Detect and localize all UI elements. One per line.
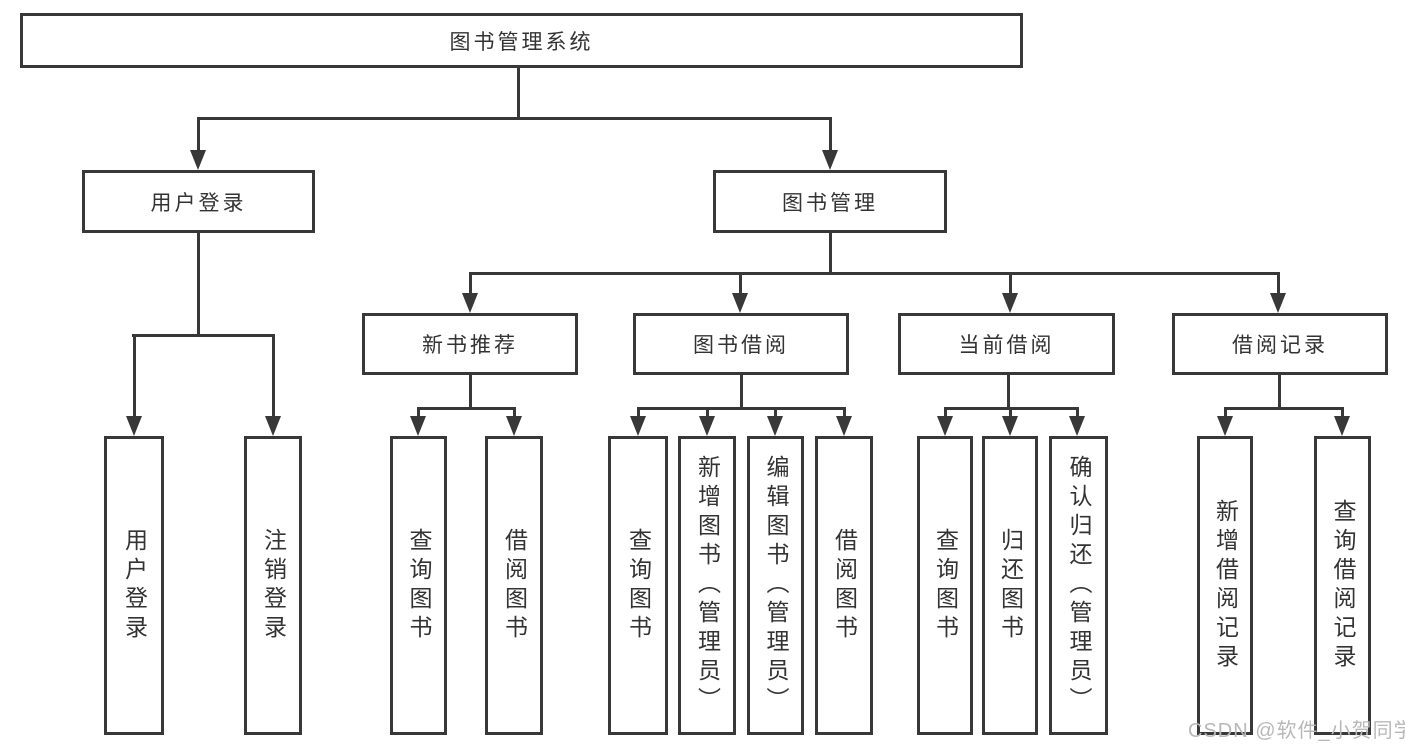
leaf-edit-book-admin: 编辑图书（管理员） [747,436,804,735]
connector-line [1224,407,1227,418]
leaf-return-book-label: 归还图书 [997,527,1024,644]
node-borrowing-records: 借阅记录 [1172,313,1388,375]
arrow-down-icon [190,150,206,170]
connector-line [1076,407,1079,418]
connector-line [706,407,709,418]
leaf-confirm-return-admin-label: 确认归还（管理员） [1066,455,1092,716]
connector-line [417,407,516,410]
connector-line [1277,272,1280,295]
arrow-down-icon [265,416,281,436]
connector-line [272,334,275,418]
leaf-add-book-admin-label: 新增图书（管理员） [694,455,721,716]
leaf-add-borrow-record-label: 新增借阅记录 [1212,498,1239,673]
connector-line [843,407,846,418]
arrow-down-icon [1334,416,1350,436]
leaf-logout: 注销登录 [244,436,302,735]
leaf-logout-label: 注销登录 [260,527,287,644]
connector-line [829,117,832,152]
arrow-down-icon [732,293,748,313]
connector-line [637,407,640,418]
connector-line [469,272,1280,275]
connector-line [417,407,420,418]
node-current-borrowing: 当前借阅 [898,313,1115,375]
connector-line [132,334,275,337]
leaf-borrow-books-recommend: 借阅图书 [485,436,543,735]
arrow-down-icon [126,416,142,436]
connector-line [739,272,742,295]
connector-line [944,407,947,418]
connector-line [1009,407,1012,418]
leaf-query-books-borrowing-label: 查询图书 [625,527,652,644]
arrow-down-icon [767,416,783,436]
leaf-query-books-current-label: 查询图书 [932,527,959,644]
connector-line [1278,373,1281,409]
node-new-book-recommend: 新书推荐 [362,313,578,375]
leaf-add-borrow-record: 新增借阅记录 [1197,436,1253,735]
connector-line [197,117,832,120]
node-user-login: 用户登录 [82,170,315,233]
leaf-confirm-return-admin: 确认归还（管理员） [1049,436,1108,735]
connector-line [829,231,832,274]
connector-line [197,231,200,337]
connector-line [637,407,846,410]
connector-line [1007,373,1010,409]
leaf-query-books-current: 查询图书 [917,436,973,735]
connector-line [517,66,520,119]
leaf-return-book: 归还图书 [982,436,1038,735]
connector-line [469,272,472,295]
connector-line [1009,272,1012,295]
node-user-login-label: 用户登录 [150,191,247,215]
arrow-down-icon [836,416,852,436]
arrow-down-icon [1069,416,1085,436]
node-new-book-recommend-label: 新书推荐 [422,334,518,357]
connector-line [740,373,743,409]
node-current-borrowing-label: 当前借阅 [958,334,1055,357]
leaf-query-books-recommend-label: 查询图书 [406,527,432,644]
leaf-query-books-borrowing: 查询图书 [608,436,668,735]
arrow-down-icon [506,416,522,436]
arrow-down-icon [822,150,838,170]
arrow-down-icon [1002,293,1018,313]
leaf-borrow-books: 借阅图书 [815,436,873,735]
arrow-down-icon [630,416,646,436]
arrow-down-icon [1217,416,1233,436]
connector-line [469,373,472,409]
arrow-down-icon [410,416,426,436]
arrow-down-icon [462,293,478,313]
leaf-borrow-books-recommend-label: 借阅图书 [501,527,528,644]
leaf-edit-book-admin-label: 编辑图书（管理员） [763,455,789,716]
node-root-label: 图书管理系统 [449,30,594,54]
node-borrowing-records-label: 借阅记录 [1232,334,1328,357]
connector-line [1341,407,1344,418]
connector-line [774,407,777,418]
arrow-down-icon [937,416,953,436]
node-book-borrowing-label: 图书借阅 [693,334,789,357]
leaf-query-borrow-record: 查询借阅记录 [1314,436,1371,735]
arrow-down-icon [1002,416,1018,436]
connector-line [133,334,136,418]
connector-line [197,117,200,152]
csdn-watermark: CSDN @软件_小贺同学 [1188,720,1405,742]
node-book-management-label: 图书管理 [782,191,878,215]
arrow-down-icon [699,416,715,436]
leaf-user-login-label: 用户登录 [121,527,148,644]
leaf-query-borrow-record-label: 查询借阅记录 [1330,498,1356,673]
arrow-down-icon [1270,293,1286,313]
leaf-query-books-recommend: 查询图书 [390,436,447,735]
connector-line [1224,407,1343,410]
leaf-user-login: 用户登录 [104,436,164,735]
node-book-borrowing: 图书借阅 [633,313,849,375]
leaf-add-book-admin: 新增图书（管理员） [678,436,736,735]
node-root: 图书管理系统 [20,13,1023,68]
node-book-management: 图书管理 [713,170,947,233]
leaf-borrow-books-label: 借阅图书 [831,527,858,644]
connector-line [513,407,516,418]
